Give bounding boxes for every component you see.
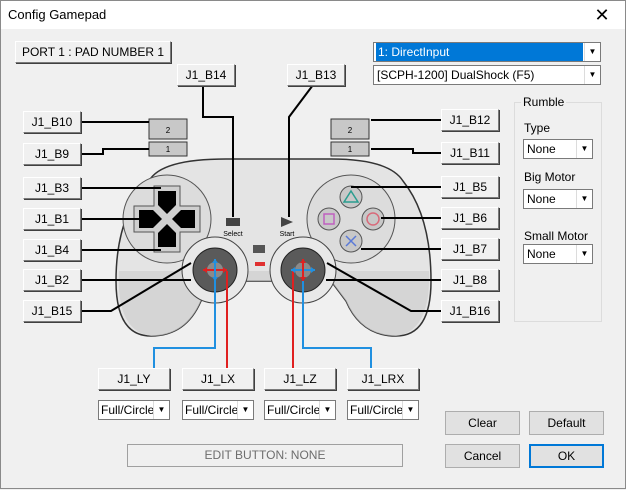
cross-icon (345, 235, 357, 247)
left-stick-axes (203, 259, 227, 281)
button-b6[interactable]: J1_B6 (441, 207, 499, 229)
r1-label: 1 (348, 145, 353, 154)
button-b9[interactable]: J1_B9 (23, 143, 81, 165)
analog-button (253, 245, 265, 253)
axis-lx-mode-select[interactable]: Full/Circle ▼ (182, 400, 254, 420)
select-label: Select (223, 231, 243, 238)
controller-select[interactable]: [SCPH-1200] DualShock (F5) ▼ (373, 65, 601, 85)
button-b1[interactable]: J1_B1 (23, 208, 81, 230)
start-button (281, 217, 293, 227)
rumble-big-select[interactable]: None ▼ (523, 189, 593, 209)
circle-icon (366, 212, 380, 226)
axis-lx-mode-value: Full/Circle (185, 403, 239, 417)
rumble-type-value: None (527, 142, 556, 156)
axis-ly-button[interactable]: J1_LY (98, 368, 170, 390)
chevron-down-icon[interactable]: ▼ (576, 190, 592, 208)
button-b10[interactable]: J1_B10 (23, 111, 81, 133)
cancel-button[interactable]: Cancel (445, 444, 520, 468)
r2-button (330, 118, 370, 140)
l1-label: 1 (166, 145, 171, 154)
dpad-right-icon (172, 210, 195, 228)
axis-ly-mode-value: Full/Circle (101, 403, 155, 417)
chevron-down-icon[interactable]: ▼ (237, 401, 253, 419)
chevron-down-icon[interactable]: ▼ (319, 401, 335, 419)
api-select-value: 1: DirectInput (376, 43, 583, 61)
controller-select-value: [SCPH-1200] DualShock (F5) (377, 68, 535, 82)
rumble-title: Rumble (521, 95, 567, 109)
button-b15[interactable]: J1_B15 (23, 300, 81, 322)
axis-lz-mode-select[interactable]: Full/Circle ▼ (264, 400, 336, 420)
rumble-small-label: Small Motor (524, 229, 589, 243)
button-b13[interactable]: J1_B13 (287, 64, 345, 86)
r1-button (330, 141, 370, 157)
axis-lrx-button[interactable]: J1_LRX (347, 368, 419, 390)
axis-ly-mode-select[interactable]: Full/Circle ▼ (98, 400, 170, 420)
button-b7[interactable]: J1_B7 (441, 238, 499, 260)
square-button (317, 207, 341, 231)
chevron-down-icon[interactable]: ▼ (584, 43, 600, 61)
port-label: PORT 1 : PAD NUMBER 1 (15, 41, 171, 63)
button-b16[interactable]: J1_B16 (441, 300, 499, 322)
rumble-small-value: None (527, 247, 556, 261)
axis-lrx-mode-value: Full/Circle (350, 403, 404, 417)
rumble-type-select[interactable]: None ▼ (523, 139, 593, 159)
button-b2[interactable]: J1_B2 (23, 269, 81, 291)
axis-lz-button[interactable]: J1_LZ (264, 368, 336, 390)
circle-button (361, 207, 385, 231)
chevron-down-icon[interactable]: ▼ (153, 401, 169, 419)
chevron-down-icon[interactable]: ▼ (402, 401, 418, 419)
axis-lrx-mode-select[interactable]: Full/Circle ▼ (347, 400, 419, 420)
triangle-icon (342, 189, 360, 203)
axis-lz-mode-value: Full/Circle (267, 403, 321, 417)
dpad-down-icon (158, 224, 176, 247)
analog-led (255, 262, 265, 266)
r2-label: 2 (348, 126, 353, 135)
default-button[interactable]: Default (529, 411, 604, 435)
window-title: Config Gamepad (8, 7, 107, 22)
right-stick-axes (291, 259, 315, 281)
chevron-down-icon[interactable]: ▼ (576, 140, 592, 158)
axis-lines (153, 271, 372, 369)
l2-label: 2 (166, 126, 171, 135)
rumble-big-label: Big Motor (524, 170, 576, 184)
square-icon (323, 213, 335, 225)
start-label: Start (280, 231, 295, 238)
button-b8[interactable]: J1_B8 (441, 269, 499, 291)
triangle-button (339, 185, 363, 209)
title-bar: Config Gamepad ✕ (1, 1, 625, 29)
rumble-type-label: Type (524, 121, 551, 135)
close-icon[interactable]: ✕ (594, 5, 610, 25)
button-b12[interactable]: J1_B12 (441, 109, 499, 131)
button-b5[interactable]: J1_B5 (441, 176, 499, 198)
ok-button[interactable]: OK (529, 444, 604, 468)
chevron-down-icon[interactable]: ▼ (584, 66, 600, 84)
chevron-down-icon[interactable]: ▼ (576, 245, 592, 263)
rumble-group: Rumble (514, 95, 602, 322)
rumble-small-select[interactable]: None ▼ (523, 244, 593, 264)
api-select[interactable]: 1: DirectInput ▼ (373, 42, 601, 62)
dpad-up-icon (158, 191, 176, 214)
button-b3[interactable]: J1_B3 (23, 177, 81, 199)
edit-status: EDIT BUTTON: NONE (127, 444, 403, 467)
button-b14[interactable]: J1_B14 (177, 64, 235, 86)
select-button (226, 218, 240, 226)
button-b4[interactable]: J1_B4 (23, 239, 81, 261)
connector-lines (81, 84, 441, 312)
button-b11[interactable]: J1_B11 (441, 142, 499, 164)
dpad-left-icon (139, 210, 162, 228)
axis-lx-button[interactable]: J1_LX (182, 368, 254, 390)
l2-button (148, 118, 188, 140)
rumble-big-value: None (527, 192, 556, 206)
clear-button[interactable]: Clear (445, 411, 520, 435)
